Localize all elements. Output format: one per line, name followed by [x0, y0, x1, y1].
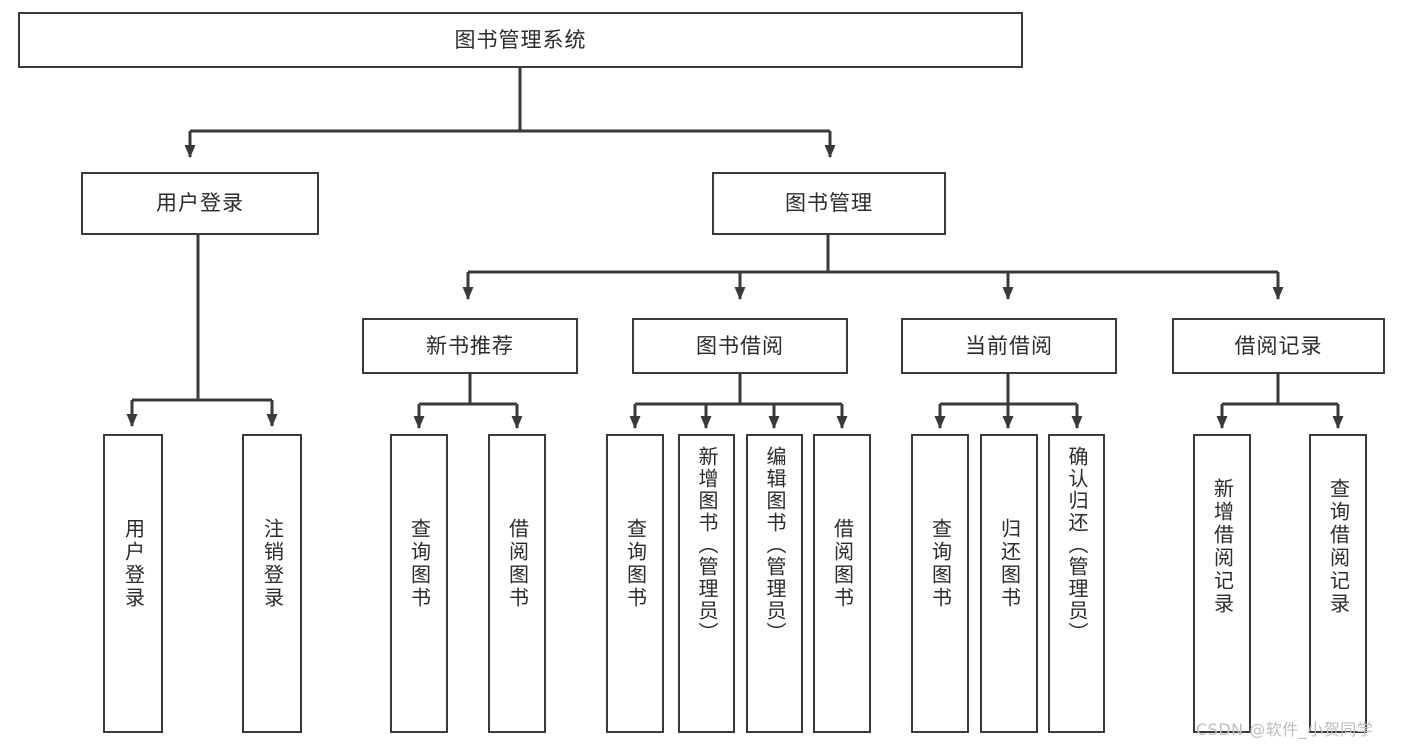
node-label: 借阅记录	[1234, 333, 1323, 358]
node-label: 确认归还（管理员）	[1065, 446, 1089, 644]
node-label: 新书推荐	[426, 333, 514, 358]
node-label: 借阅图书	[505, 518, 530, 610]
node-label: 借阅图书	[830, 518, 855, 610]
node-user-login[interactable]: 用户登录	[81, 172, 319, 235]
node-label: 归还图书	[997, 518, 1022, 610]
node-label: 新增借阅记录	[1210, 478, 1235, 616]
node-leaf-query-book-2[interactable]: 查询图书	[606, 434, 664, 733]
node-label: 图书管理	[785, 191, 873, 216]
node-label: 注销登录	[260, 518, 285, 610]
csdn-watermark: CSDN @软件_小贺同学	[1196, 720, 1374, 739]
node-label: 用户登录	[156, 191, 244, 216]
node-root-system[interactable]: 图书管理系统	[18, 12, 1023, 68]
node-label: 查询图书	[623, 518, 648, 610]
node-borrow-record[interactable]: 借阅记录	[1172, 318, 1385, 374]
node-label: 图书管理系统	[454, 27, 587, 52]
node-book-borrow[interactable]: 图书借阅	[632, 318, 848, 374]
node-label: 当前借阅	[965, 333, 1053, 358]
node-label: 图书借阅	[696, 333, 784, 358]
node-label: 新增图书（管理员）	[695, 446, 719, 644]
node-label: 查询图书	[928, 518, 953, 610]
node-leaf-query-book-3[interactable]: 查询图书	[911, 434, 969, 733]
node-leaf-user-login[interactable]: 用户登录	[103, 434, 163, 733]
node-leaf-query-record[interactable]: 查询借阅记录	[1309, 434, 1367, 733]
node-new-book-recommend[interactable]: 新书推荐	[362, 318, 578, 374]
node-leaf-edit-book[interactable]: 编辑图书（管理员）	[746, 434, 803, 733]
node-leaf-borrow-book-1[interactable]: 借阅图书	[488, 434, 546, 733]
node-book-management[interactable]: 图书管理	[712, 172, 946, 235]
node-leaf-return-book[interactable]: 归还图书	[980, 434, 1038, 733]
node-leaf-add-book[interactable]: 新增图书（管理员）	[678, 434, 735, 733]
node-current-borrow[interactable]: 当前借阅	[901, 318, 1117, 374]
node-label: 编辑图书（管理员）	[763, 446, 787, 644]
node-label: 查询图书	[407, 518, 432, 610]
node-leaf-confirm-return[interactable]: 确认归还（管理员）	[1048, 434, 1105, 733]
node-leaf-borrow-book-2[interactable]: 借阅图书	[813, 434, 871, 733]
node-leaf-add-record[interactable]: 新增借阅记录	[1193, 434, 1251, 733]
node-label: 用户登录	[121, 518, 146, 610]
node-label: 查询借阅记录	[1326, 478, 1351, 616]
node-leaf-query-book-1[interactable]: 查询图书	[390, 434, 448, 733]
node-leaf-logout[interactable]: 注销登录	[242, 434, 302, 733]
